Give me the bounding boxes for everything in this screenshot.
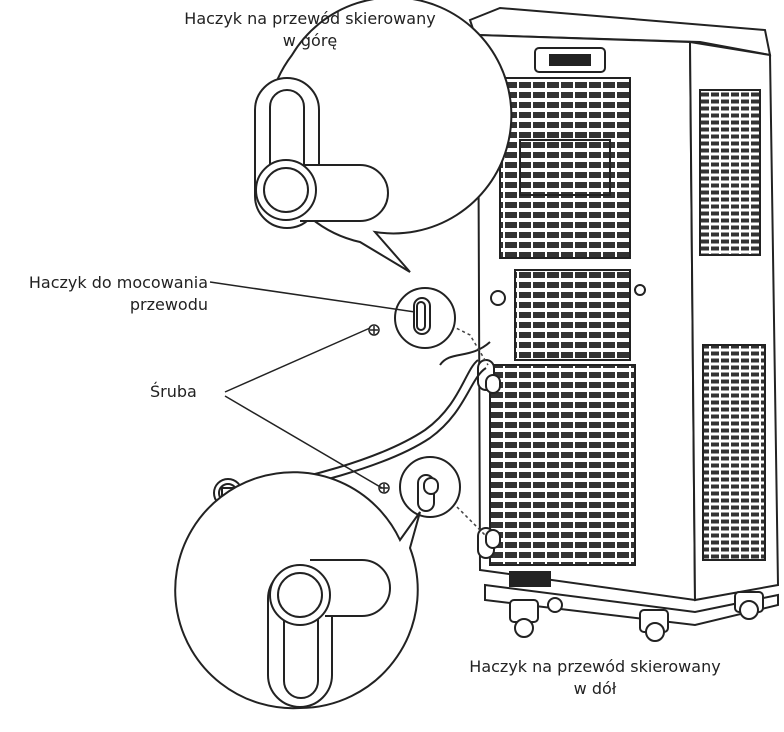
bottom-port: [509, 571, 551, 587]
screw-icon: [368, 324, 390, 494]
label-leader-lines: [209, 281, 416, 489]
side-grille-lower: [702, 344, 766, 561]
hook-magnified-up: [254, 0, 513, 273]
label-hook-down-line2: w dół: [573, 679, 617, 698]
side-grille-upper: [699, 89, 761, 256]
label-hook-up: Haczyk na przewód skierowany w górę: [170, 8, 450, 52]
hook-detail-circle-small-lower: [399, 456, 461, 518]
label-hook-down-line1: Haczyk na przewód skierowany: [469, 657, 721, 676]
label-hook-down: Haczyk na przewód skierowany w dół: [455, 656, 735, 700]
label-mount-hook-line2: przewodu: [129, 295, 208, 314]
label-mount-hook-line1: Haczyk do mocowania: [28, 273, 208, 292]
hook-detail-circle-small-upper: [394, 287, 456, 349]
label-hook-up-line1: Haczyk na przewód skierowany: [184, 9, 436, 28]
air-conditioner-unit: [468, 6, 780, 627]
drain-plug: [490, 290, 506, 306]
lower-grille: [489, 364, 636, 566]
label-screw: Śruba: [150, 382, 197, 401]
label-hook-up-line2: w górę: [282, 31, 338, 50]
mounted-hooks: [477, 359, 501, 559]
hook-magnified-down: [174, 471, 421, 710]
label-mount-hook: Haczyk do mocowania przewodu: [4, 272, 208, 316]
unit-wheels: [509, 591, 764, 642]
unit-base: [484, 583, 779, 627]
exhaust-grille: [514, 269, 631, 361]
upper-grille: [499, 77, 631, 259]
